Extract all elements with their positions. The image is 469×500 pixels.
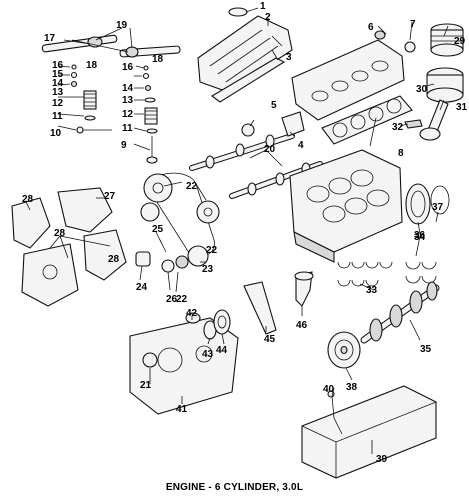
callout-18a: 18 — [86, 60, 98, 71]
callout-32: 32 — [392, 122, 404, 133]
piston-assembly — [404, 23, 464, 141]
callout-26: 26 — [166, 294, 178, 305]
callout-23: 23 — [202, 264, 214, 275]
callout-11a: 11 — [52, 111, 63, 122]
callout-14a: 14 — [52, 78, 64, 89]
callout-9: 9 — [121, 140, 127, 151]
head-gasket — [321, 95, 413, 145]
bearing-sets — [337, 261, 437, 287]
engine-block — [289, 149, 403, 263]
callout-22c: 22 — [206, 245, 218, 256]
callout-28c: 28 — [108, 254, 120, 265]
small-timing-parts — [135, 239, 189, 273]
callout-4: 4 — [298, 140, 304, 151]
callout-25: 25 — [152, 224, 164, 235]
diagram-caption: ENGINE - 6 CYLINDER, 3.0L — [165, 482, 304, 493]
callout-31: 31 — [456, 102, 468, 113]
callout-16b: 16 — [122, 62, 134, 73]
callout-13b: 13 — [122, 95, 134, 106]
callout-17: 17 — [44, 33, 56, 44]
callout-19: 19 — [116, 20, 128, 31]
callout-22a: 22 — [186, 181, 198, 192]
callout-44: 44 — [216, 345, 228, 356]
callout-14b: 14 — [122, 83, 134, 94]
callout-5: 5 — [271, 100, 277, 111]
callout-21: 21 — [140, 380, 152, 391]
callout-8: 8 — [398, 148, 404, 159]
callout-10: 10 — [50, 128, 62, 139]
callout-33: 33 — [366, 285, 378, 296]
callout-42: 42 — [186, 308, 198, 319]
leader-lines — [25, 7, 449, 454]
crank-pulley — [327, 331, 361, 369]
oil-pan — [301, 385, 437, 479]
callout-3: 3 — [286, 52, 292, 63]
timing-covers — [11, 187, 127, 307]
callout-43: 43 — [202, 349, 214, 360]
timing-belt-system — [140, 172, 220, 267]
callout-46: 46 — [296, 320, 308, 331]
callout-16a: 16 — [52, 60, 64, 71]
callout-20: 20 — [264, 144, 276, 155]
callout-18b: 18 — [152, 54, 164, 65]
callout-41: 41 — [176, 404, 188, 415]
cylinder-head — [291, 30, 416, 121]
callout-28b: 28 — [54, 228, 66, 239]
callout-38: 38 — [346, 382, 358, 393]
callout-7: 7 — [410, 19, 416, 30]
callout-6: 6 — [368, 22, 374, 33]
callout-29: 29 — [454, 36, 466, 47]
callout-28a: 28 — [22, 194, 34, 205]
crankshaft — [360, 281, 440, 344]
callout-36: 36 — [414, 230, 426, 241]
rear-main-seal — [405, 183, 450, 225]
callout-11b: 11 — [122, 123, 133, 134]
oil-pump-case — [129, 309, 239, 415]
callout-39: 39 — [376, 454, 388, 465]
callout-15: 15 — [52, 69, 64, 80]
callout-35: 35 — [420, 344, 432, 355]
callout-27: 27 — [104, 191, 116, 202]
callout-45: 45 — [264, 334, 276, 345]
bracket-and-pickup — [243, 271, 314, 335]
callout-12b: 12 — [122, 109, 134, 120]
callout-13a: 13 — [52, 87, 64, 98]
callout-labels: 1 2 3 4 5 6 7 8 9 10 11 11 12 12 13 13 1… — [22, 1, 468, 465]
callout-12a: 12 — [52, 98, 64, 109]
callout-34: 34 — [414, 232, 426, 243]
callout-2: 2 — [265, 12, 271, 23]
callout-30: 30 — [416, 84, 428, 95]
callout-1: 1 — [260, 1, 266, 12]
valve-train-parts — [70, 64, 158, 164]
callout-40: 40 — [323, 384, 335, 395]
callout-22b: 22 — [176, 294, 188, 305]
callout-37: 37 — [432, 202, 444, 213]
thermostat-housing — [241, 111, 305, 137]
callout-24: 24 — [136, 282, 148, 293]
valve-cover — [197, 7, 293, 103]
